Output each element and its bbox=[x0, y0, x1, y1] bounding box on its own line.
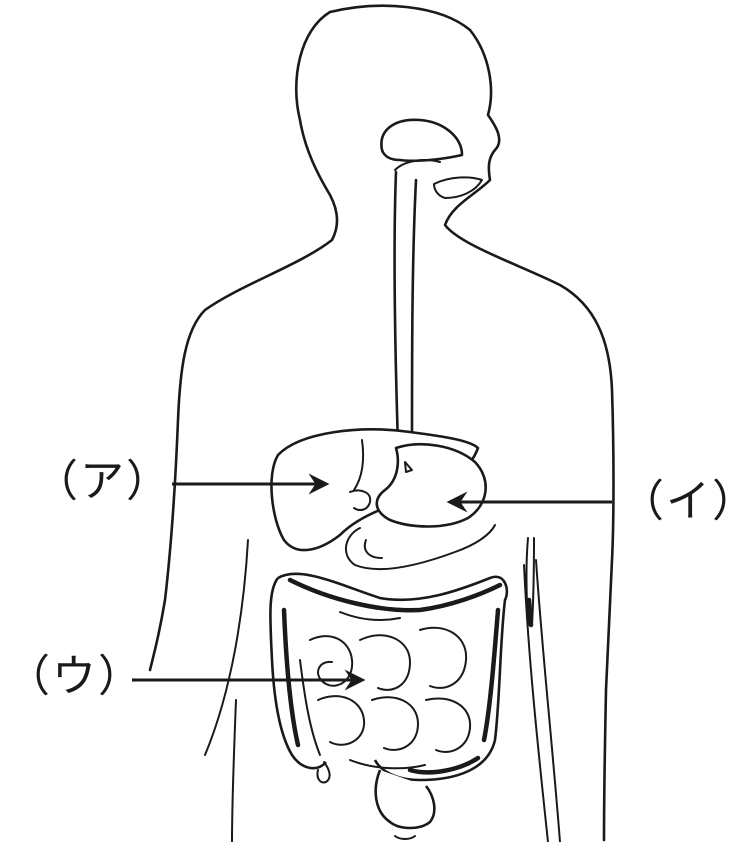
large-intestine bbox=[270, 574, 507, 783]
side-tube bbox=[527, 538, 535, 625]
label-u: （ウ） bbox=[6, 655, 144, 699]
label-a: （ア） bbox=[34, 460, 172, 504]
duodenum bbox=[346, 525, 495, 569]
label-i: （イ） bbox=[620, 480, 745, 524]
esophagus bbox=[395, 172, 416, 445]
